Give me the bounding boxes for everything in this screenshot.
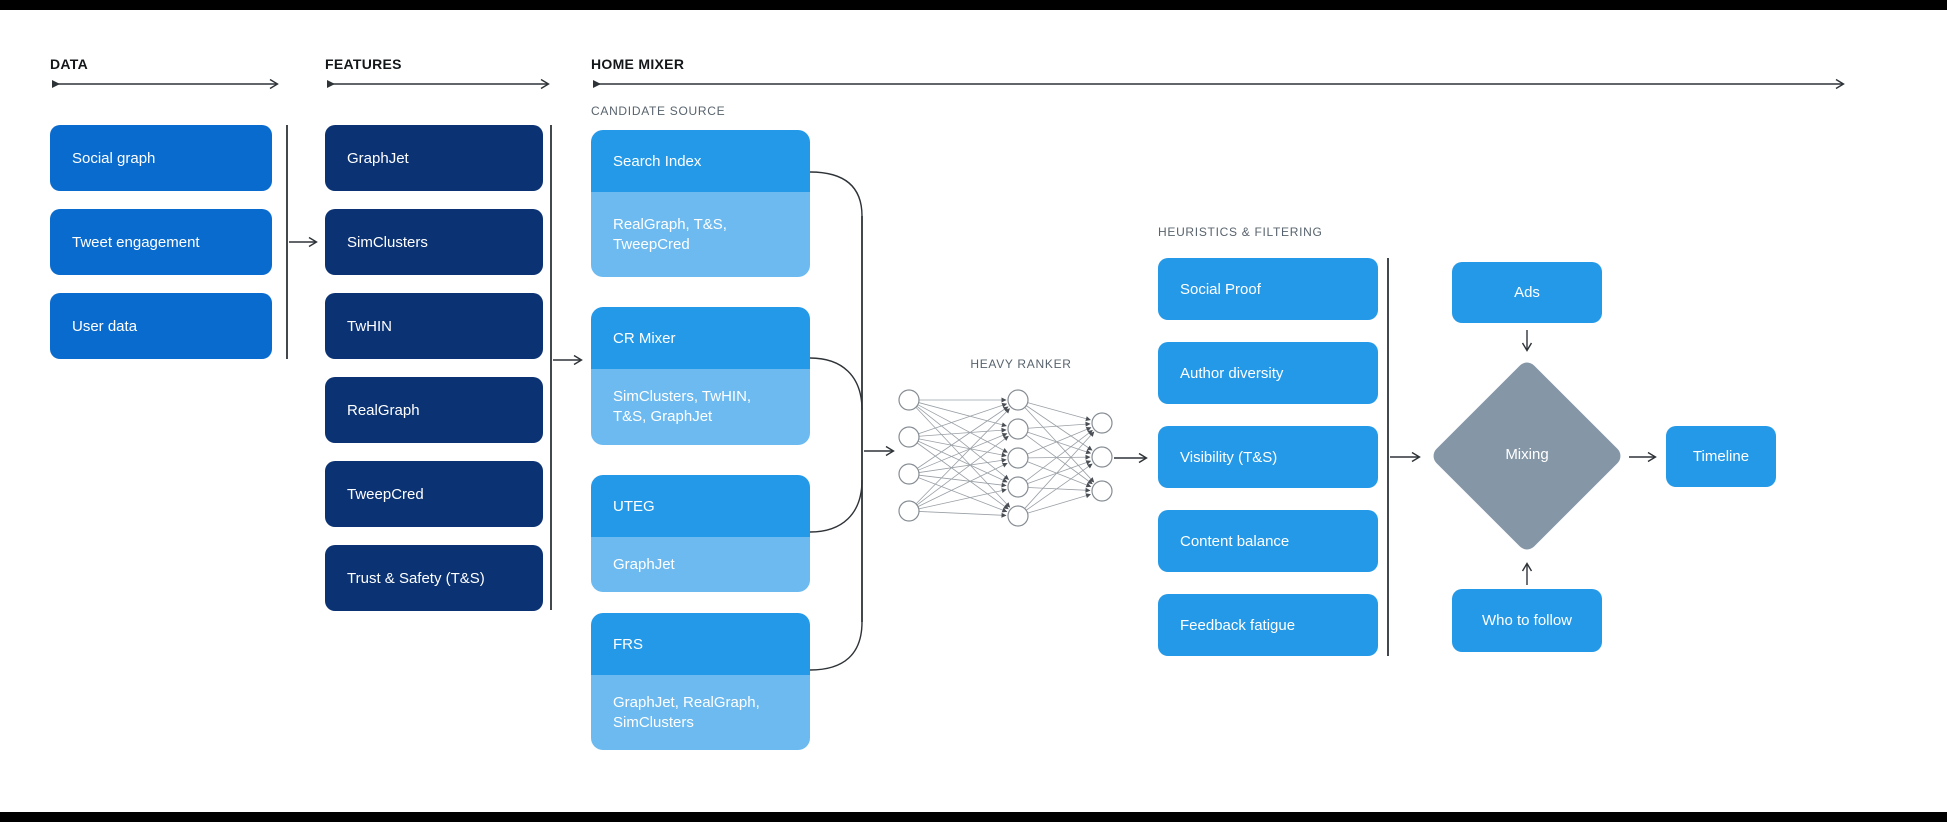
data-box-label: Social graph (72, 149, 156, 167)
neuron-node (1007, 505, 1029, 527)
neuron-node (1091, 446, 1113, 468)
section-label-data: DATA (50, 56, 89, 72)
heuristic-box-label: Visibility (T&S) (1180, 448, 1278, 466)
candidate-source-box: Search Index RealGraph, T&S, TweepCred (591, 130, 810, 277)
feature-box-label: Trust & Safety (T&S) (347, 569, 485, 587)
feature-box: SimClusters (325, 209, 543, 275)
neuron-node (1007, 476, 1029, 498)
ads-box-label: Ads (1514, 284, 1540, 301)
data-box-label: Tweet engagement (72, 233, 200, 251)
timeline-box: Timeline (1666, 426, 1776, 487)
ads-box: Ads (1452, 262, 1602, 323)
timeline-label: Timeline (1692, 448, 1750, 465)
data-box: Tweet engagement (50, 209, 272, 275)
feature-box: TwHIN (325, 293, 543, 359)
heuristic-box: Social Proof (1158, 258, 1378, 320)
candidate-feature-list: SimClusters, TwHIN, T&S, GraphJet (613, 388, 752, 425)
data-box: Social graph (50, 125, 272, 191)
heuristic-box: Feedback fatigue (1158, 594, 1378, 656)
frs-connector (809, 621, 863, 671)
feature-box: GraphJet (325, 125, 543, 191)
neuron-node (1007, 447, 1029, 469)
heavy-ranker-label: HEAVY RANKER (970, 357, 1072, 371)
candidate-title: Search Index (613, 152, 702, 170)
candidate-feature-list: RealGraph, T&S, TweepCred (613, 215, 727, 253)
neuron-node (1007, 418, 1029, 440)
data-box-label: User data (72, 317, 138, 335)
feature-box-label: SimClusters (347, 233, 428, 251)
neuron-node (898, 389, 920, 411)
heuristic-box-label: Author diversity (1180, 364, 1284, 382)
bottom-black-bar (0, 812, 1947, 822)
candidate-feature-list: GraphJet, RealGraph, SimClusters (613, 693, 760, 731)
candidate-source-label: CANDIDATE SOURCE (591, 104, 726, 118)
neural-network-edges (915, 397, 1095, 518)
neuron-node (898, 426, 920, 448)
candidate-title: FRS (613, 635, 643, 653)
heuristics-label: HEURISTICS & FILTERING (1158, 225, 1323, 239)
feature-box-label: TwHIN (347, 317, 392, 335)
data-box: User data (50, 293, 272, 359)
feature-box-label: TweepCred (347, 485, 424, 503)
feature-box: RealGraph (325, 377, 543, 443)
heuristic-box-label: Content balance (1180, 532, 1290, 550)
neuron-node (898, 500, 920, 522)
neuron-node (898, 463, 920, 485)
feature-box-label: GraphJet (347, 149, 409, 167)
candidate-feature-list: GraphJet (613, 555, 675, 573)
section-label-home-mixer: HOME MIXER (591, 56, 685, 72)
heuristic-box: Author diversity (1158, 342, 1378, 404)
candidate-source-box: CR Mixer SimClusters, TwHIN, T&S, GraphJ… (591, 307, 810, 445)
candidate-source-box: UTEG GraphJet (591, 475, 810, 592)
who-to-follow-box: Who to follow (1452, 589, 1602, 652)
cr-mixer-connector (809, 357, 863, 411)
candidate-source-box: FRS GraphJet, RealGraph, SimClusters (591, 613, 810, 750)
heuristic-box-label: Social Proof (1180, 280, 1261, 298)
feature-box: Trust & Safety (T&S) (325, 545, 543, 611)
top-black-bar (0, 0, 1947, 10)
section-label-features: FEATURES (325, 56, 402, 72)
mixing-diamond-label: Mixing (1505, 446, 1549, 463)
candidate-title: UTEG (613, 497, 655, 515)
who-to-follow-label: Who to follow (1481, 612, 1573, 629)
neuron-node (1091, 480, 1113, 502)
heuristic-box: Content balance (1158, 510, 1378, 572)
heuristic-box-label: Feedback fatigue (1180, 616, 1296, 634)
uteg-connector (809, 479, 863, 533)
search-index-connector (809, 171, 863, 217)
candidate-title: CR Mixer (613, 329, 676, 347)
neuron-node (1007, 389, 1029, 411)
feature-box: TweepCred (325, 461, 543, 527)
neuron-node (1091, 412, 1113, 434)
heuristic-box: Visibility (T&S) (1158, 426, 1378, 488)
neural-network-nodes (898, 389, 1113, 527)
feature-box-label: RealGraph (347, 401, 420, 419)
